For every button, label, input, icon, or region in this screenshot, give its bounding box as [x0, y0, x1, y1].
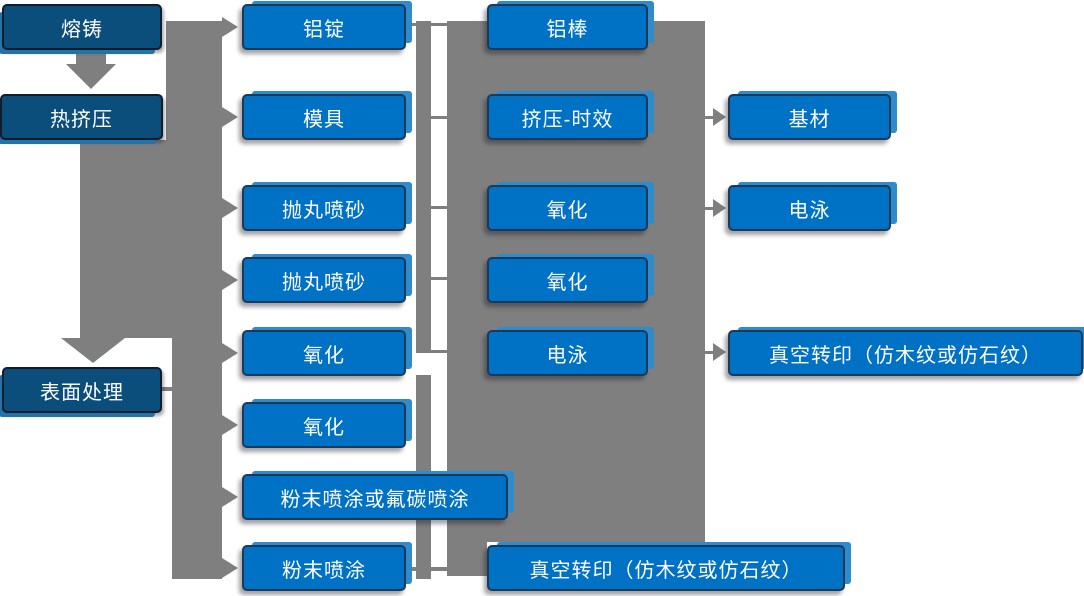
node-yanghua-4: 氧化 [487, 257, 648, 303]
arrowhead-to-luding [222, 17, 238, 37]
arrowhead-to-zhenkong [713, 343, 726, 361]
arrowhead-to-jicai [713, 108, 726, 126]
connector-line-row4 [431, 277, 447, 280]
connector-trunk-merged-block [80, 140, 222, 338]
node-dianyong-2: 电泳 [728, 185, 891, 231]
node-fenmo-futan-pentu: 粉末喷涂或氟碳喷涂 [242, 474, 508, 520]
node-jicai: 基材 [728, 94, 891, 140]
node-paowan-pensha-2: 抛丸喷砂 [242, 257, 406, 303]
node-paowan-pensha-1: 抛丸喷砂 [242, 185, 406, 231]
connector-mid-bar-upper [416, 21, 431, 353]
node-luding: 铝锭 [242, 4, 406, 50]
node-yanghua-2: 氧化 [242, 402, 406, 448]
connector-line-jicai [705, 116, 714, 119]
connector-line-row2 [431, 116, 447, 119]
node-dianyong-1: 电泳 [487, 330, 648, 376]
connector-line-dianyong [705, 207, 714, 210]
connector-line-row8 [404, 567, 448, 571]
connector-line-row1 [409, 23, 447, 26]
arrowhead-to-paowan-2 [222, 270, 238, 290]
node-lubang: 铝棒 [487, 4, 648, 50]
arrowhead-down-to-rejiya [66, 64, 116, 89]
node-rejiya: 热挤压 [0, 94, 163, 140]
connector-line-row5 [431, 350, 447, 353]
connector-biaomian-stub [161, 387, 173, 391]
arrowhead-to-yanghua-1 [222, 343, 238, 363]
arrowhead-to-dianyong [713, 199, 726, 217]
node-yanghua-3: 氧化 [487, 185, 648, 231]
connector-central-block-bottom-stub [447, 542, 487, 576]
node-rongzhu: 熔铸 [2, 4, 162, 50]
arrowhead-to-paowan-1 [222, 198, 238, 218]
connector-trunk-upper [166, 21, 222, 142]
arrowhead-to-fenmo-futan [222, 487, 238, 507]
connector-line-row3 [431, 206, 447, 209]
node-yanghua-1: 氧化 [242, 330, 406, 376]
node-muju: 模具 [242, 94, 406, 140]
arrowhead-to-fenmo-pentu [222, 558, 238, 578]
arrowhead-to-muju [222, 107, 238, 127]
node-zhenkong-zhuanyin-2: 真空转印（仿木纹或仿石纹） [728, 330, 1083, 376]
node-zhenkong-zhuanyin-1: 真空转印（仿木纹或仿石纹） [487, 545, 845, 591]
arrowhead-down-to-biaomian [61, 338, 125, 363]
node-fenmo-pentu: 粉末喷涂 [242, 545, 406, 591]
arrowhead-to-yanghua-2 [222, 415, 238, 435]
connector-trunk-lower [172, 338, 222, 579]
node-biaomian-chuli: 表面处理 [2, 367, 162, 413]
node-jiya-shixiao: 挤压-时效 [487, 94, 648, 140]
connector-line-zhenkong [705, 351, 714, 354]
